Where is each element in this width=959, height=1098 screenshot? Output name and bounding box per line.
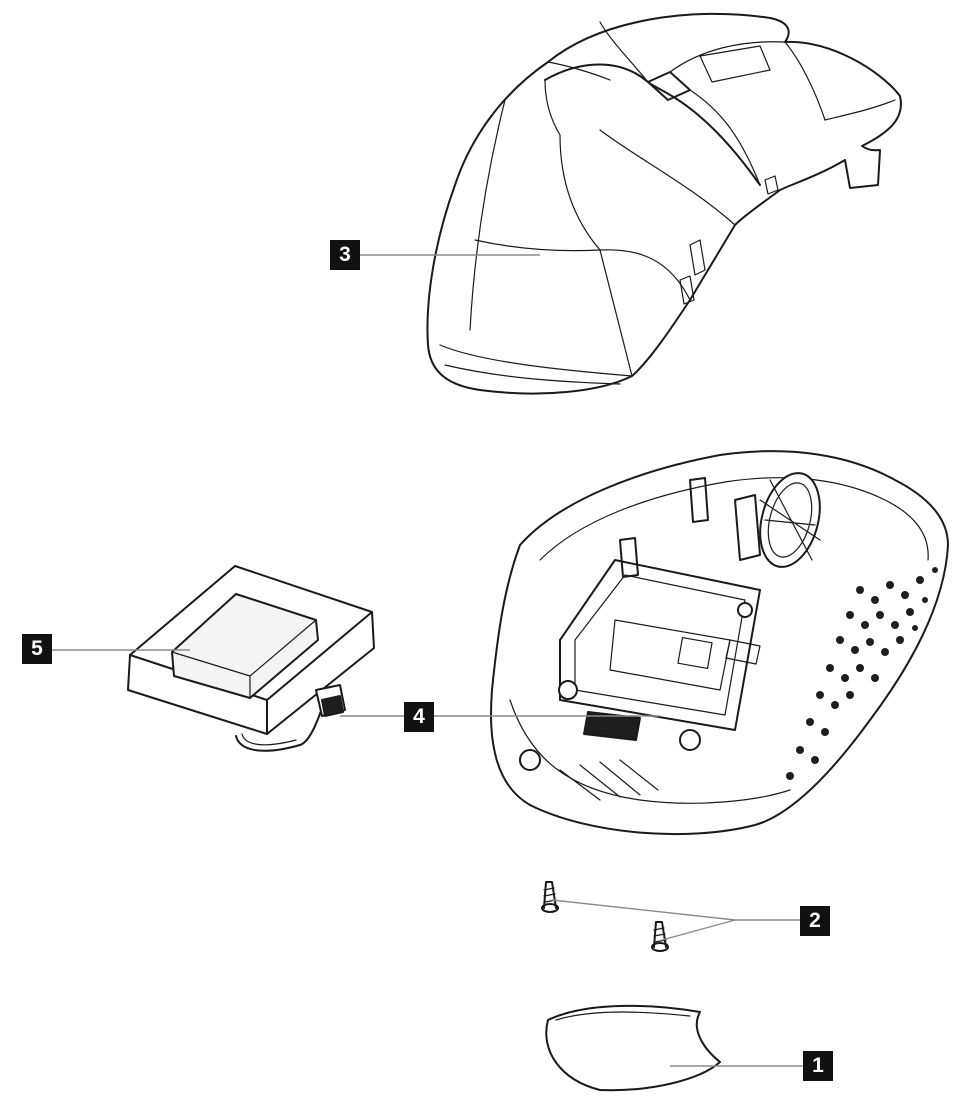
callout-5: 5 (22, 634, 52, 664)
callout-4: 4 (404, 702, 434, 732)
top-shell (426, 12, 902, 395)
battery (127, 565, 375, 752)
screws (541, 881, 669, 952)
honeycomb-perforations (786, 567, 938, 780)
mouse-foot-skate (545, 1004, 721, 1092)
leader-lines (52, 254, 803, 1067)
callout-1: 1 (803, 1051, 833, 1081)
callout-3: 3 (330, 240, 360, 270)
callout-2: 2 (800, 906, 830, 936)
screw (651, 921, 669, 952)
screw (541, 881, 559, 913)
bottom-chassis (489, 450, 949, 836)
